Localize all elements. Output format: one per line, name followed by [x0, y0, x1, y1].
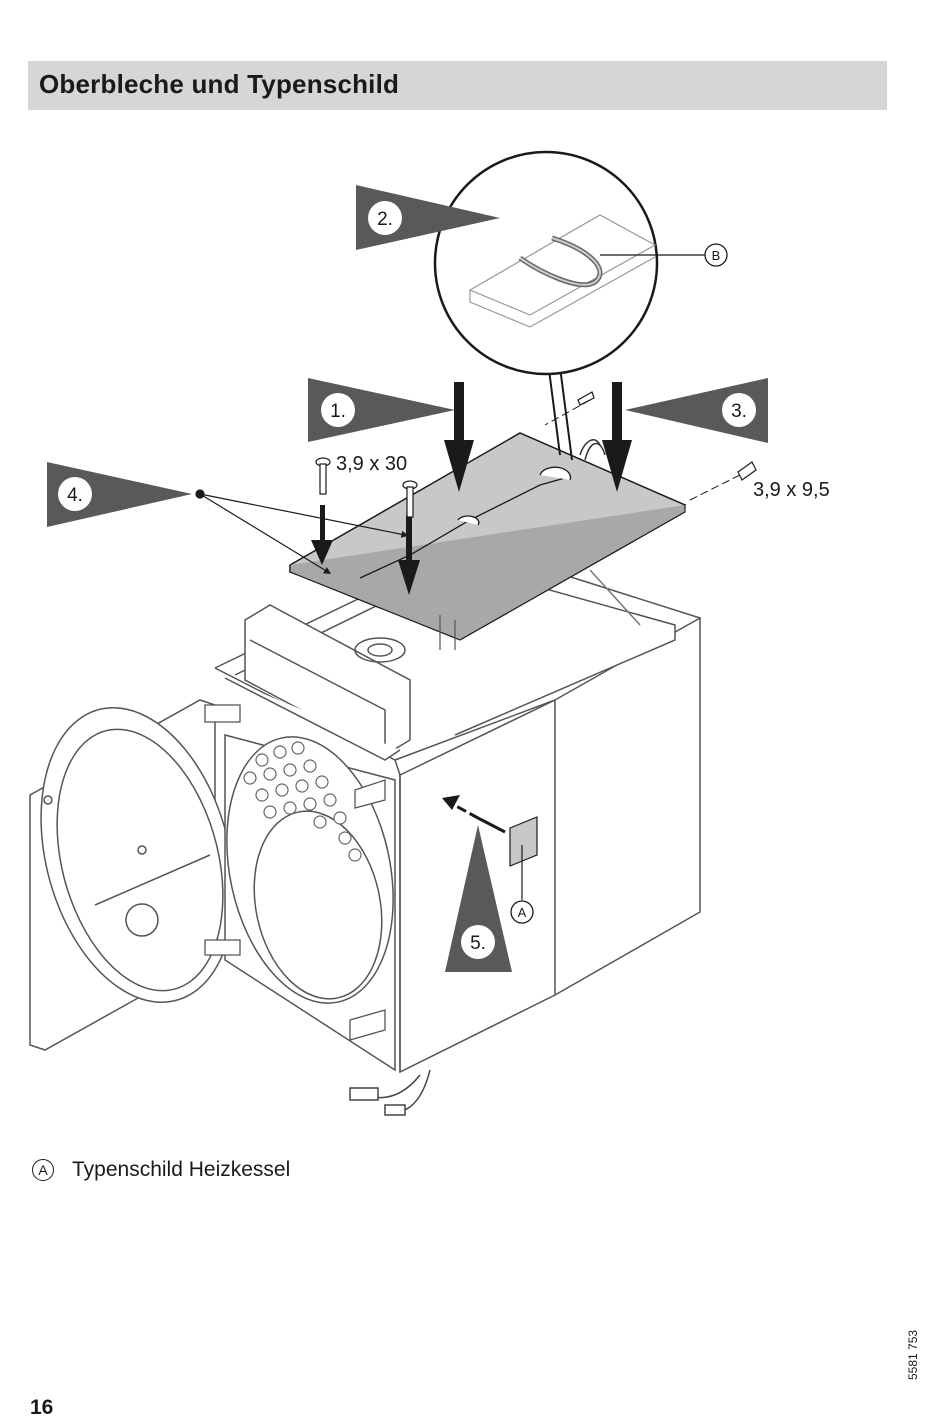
screws — [315, 391, 757, 518]
hinges — [204, 704, 386, 1041]
step4-leaders — [195, 489, 409, 574]
screw-size-short: 3,9 x 9,5 — [753, 479, 830, 501]
step-flag-4: 4. — [47, 462, 192, 527]
screw-path-top — [544, 399, 591, 426]
section-header-bar: Oberbleche und Typenschild — [28, 61, 887, 110]
callout-b-label: B — [712, 248, 721, 263]
step-label-4: 4. — [67, 485, 83, 506]
down-arrows — [311, 382, 632, 595]
cables — [349, 1069, 431, 1116]
page-number: 16 — [30, 1396, 54, 1419]
step-flag-2: 2. — [356, 185, 500, 250]
boiler-door — [29, 699, 235, 1051]
callout-a-label: A — [518, 905, 527, 920]
callout-b: B — [704, 243, 728, 267]
screw-size-long: 3,9 x 30 — [336, 453, 407, 475]
step-label-1: 1. — [330, 401, 346, 422]
type-plate — [509, 816, 538, 900]
page-title: Oberbleche und Typenschild — [39, 69, 400, 99]
legend-item: A Typenschild Heizkessel — [32, 1156, 290, 1184]
document-number: 5581 753 — [906, 1329, 920, 1380]
step-label-2: 2. — [377, 209, 393, 230]
step5-arrow — [442, 795, 506, 834]
control-unit — [224, 604, 411, 761]
legend-marker: A — [32, 1159, 54, 1181]
step-label-3: 3. — [731, 401, 747, 422]
legend-text: Typenschild Heizkessel — [72, 1158, 291, 1181]
top-cover-panel — [289, 432, 687, 650]
step-flag-5: 5. — [445, 825, 512, 972]
callout-a: A — [510, 900, 534, 924]
screw-path-right — [689, 474, 741, 501]
step-label-5: 5. — [470, 933, 486, 954]
step-flag-1: 1. — [308, 378, 455, 442]
detail-inset — [433, 150, 659, 461]
combustion-chamber — [224, 734, 396, 1072]
panel-cable — [579, 439, 606, 461]
step-flag-3: 3. — [625, 378, 768, 443]
